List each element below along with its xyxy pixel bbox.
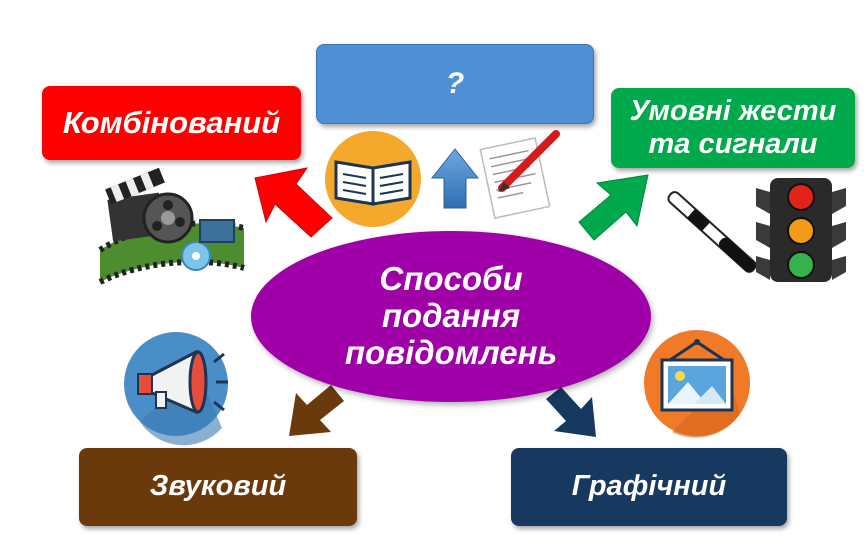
arrow-to-top	[430, 148, 480, 209]
node-gestures-signals: Умовні жести та сигнали	[611, 88, 855, 168]
arrow-to-graphic	[546, 387, 596, 437]
arrow-to-sound	[289, 385, 344, 436]
node-combined-label: Комбінований	[62, 105, 281, 141]
node-graphic-label: Графічний	[571, 470, 727, 503]
node-sound-label: Звуковий	[149, 470, 287, 503]
center-line-3: повідомлень	[344, 333, 558, 371]
arrow-to-combined	[254, 167, 333, 238]
book-icon	[325, 131, 421, 227]
node-unknown-label: ?	[445, 66, 465, 100]
node-gestures-line-1: Умовні жести	[629, 94, 837, 127]
traffic-light-icon	[756, 178, 846, 282]
picture-icon	[644, 330, 750, 438]
center-node: Способи подання повідомлень	[251, 231, 651, 402]
document-pen-icon	[479, 130, 560, 219]
node-sound: Звуковий	[79, 448, 357, 526]
center-line-1: Способи	[379, 260, 523, 298]
arrow-to-gestures	[578, 174, 649, 241]
node-graphic: Графічний	[511, 448, 787, 526]
film-reel-icon	[98, 167, 245, 285]
center-line-2: подання	[381, 297, 521, 335]
node-gestures-line-2: та сигнали	[648, 128, 818, 160]
megaphone-icon	[124, 332, 228, 446]
node-unknown: ?	[316, 44, 594, 124]
police-baton-icon	[667, 191, 757, 273]
node-combined: Комбінований	[42, 86, 301, 160]
